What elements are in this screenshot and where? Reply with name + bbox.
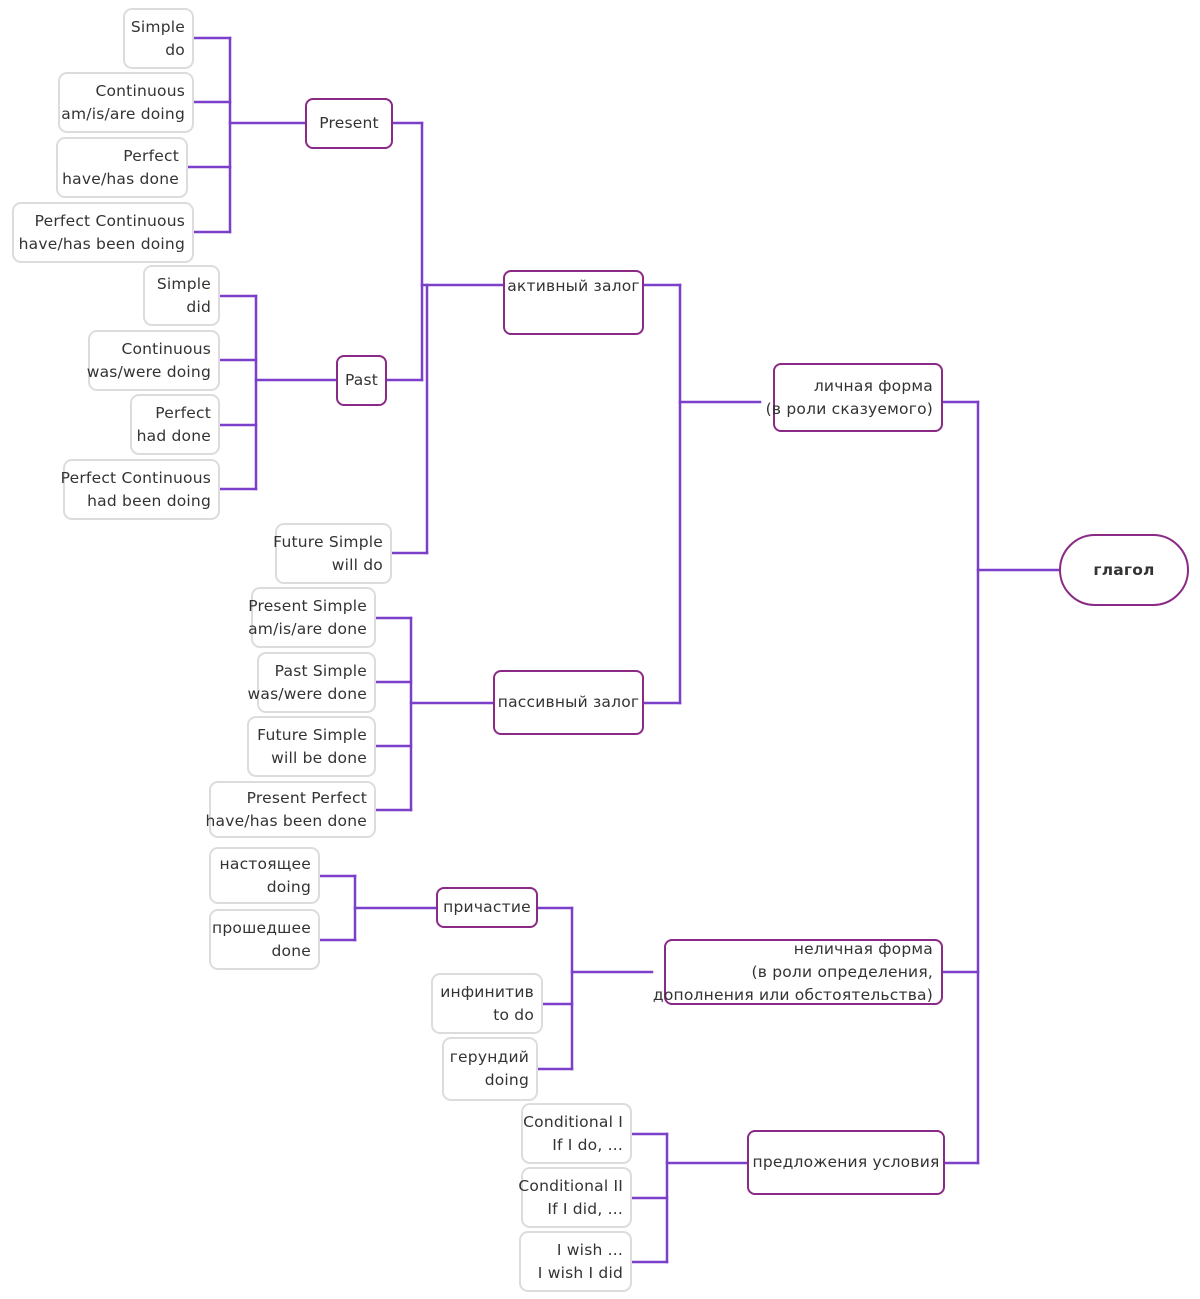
nonfinite-form-role-2: дополнения или обстоятельства) <box>652 985 933 1004</box>
tense-name: Simple <box>130 17 185 36</box>
tense-name: Simple <box>156 274 211 293</box>
past-perfect-continuous-leaf: Perfect Continuous had been doing <box>60 459 220 520</box>
present-label: Present <box>319 114 379 132</box>
tense-form: am/is/are doing <box>61 104 185 123</box>
tense-name: Future Simple <box>273 532 383 551</box>
past-perfect-leaf: Perfect had done <box>130 394 220 455</box>
past-simple-leaf: Simple did <box>143 265 220 326</box>
tense-name: Perfect <box>155 403 211 422</box>
tense-form: have/has been done <box>205 811 367 830</box>
past-label: Past <box>344 371 379 389</box>
past-node: Past <box>336 355 387 406</box>
tense-name: Perfect Continuous <box>60 468 211 487</box>
conditional-sentences-label: предложения условия <box>752 1153 940 1171</box>
tense-form: am/is/are done <box>248 619 367 638</box>
tense-form: do <box>165 40 185 59</box>
participle-node: причастие <box>436 887 538 928</box>
conditional-name: Conditional I <box>523 1112 623 1131</box>
participle-past-leaf: прошедшее done <box>209 909 320 970</box>
nonfinite-form-node: неличная форма (в роли определения, допо… <box>653 939 943 1005</box>
conditional-sentences-node: предложения условия <box>747 1130 945 1195</box>
active-voice-label: активный залог <box>507 277 640 295</box>
active-voice-node: активный залог <box>503 270 644 335</box>
tense-name: Perfect <box>123 146 179 165</box>
present-node: Present <box>305 98 393 149</box>
personal-form-title: личная форма <box>813 376 933 395</box>
gerund-name: герундий <box>449 1048 529 1066</box>
nonfinite-form-title: неличная форма <box>793 939 933 958</box>
tense-form: have/has done <box>62 169 179 188</box>
root-node-verb: глагол <box>1059 534 1189 606</box>
present-continuous-leaf: Continuous am/is/are doing <box>58 72 194 133</box>
personal-form-node: личная форма (в роли сказуемого) <box>766 363 943 432</box>
tense-form: have/has been doing <box>18 234 185 253</box>
participle-present-leaf: настоящее doing <box>209 847 320 904</box>
conditional-2-leaf: Conditional II If I did, ... <box>518 1167 632 1228</box>
participle-name: настоящее <box>219 854 311 873</box>
infinitive-leaf: инфинитив to do <box>431 973 543 1034</box>
wish-leaf: I wish ... I wish I did <box>519 1231 632 1292</box>
tense-form: was/were doing <box>86 362 211 381</box>
participle-label: причастие <box>443 898 531 916</box>
tense-form: had done <box>136 426 211 445</box>
infinitive-form: to do <box>493 1005 534 1024</box>
tense-form: had been doing <box>87 491 211 510</box>
future-simple-leaf: Future Simple will do <box>273 523 392 584</box>
tense-name: Continuous <box>95 81 185 100</box>
gerund-leaf: герундий doing <box>442 1037 538 1101</box>
tense-name: Past Simple <box>274 661 367 680</box>
conditional-name: I wish ... <box>556 1240 623 1259</box>
tense-name: Present Perfect <box>246 788 367 807</box>
participle-form: doing <box>266 877 311 896</box>
root-label: глагол <box>1093 560 1155 579</box>
conditional-name: Conditional II <box>518 1176 623 1195</box>
participle-name: прошедшее <box>212 918 311 937</box>
tense-form: did <box>186 297 211 316</box>
personal-form-role: (в роли сказуемого) <box>765 399 933 418</box>
infinitive-name: инфинитив <box>440 982 534 1001</box>
passive-present-simple-leaf: Present Simple am/is/are done <box>248 587 376 648</box>
passive-voice-node: пассивный залог <box>493 670 644 735</box>
conditional-form: If I do, ... <box>552 1135 623 1154</box>
present-perfect-leaf: Perfect have/has done <box>56 137 188 198</box>
nonfinite-form-role-1: (в роли определения, <box>751 962 933 981</box>
present-perfect-continuous-leaf: Perfect Continuous have/has been doing <box>12 202 194 263</box>
tense-name: Future Simple <box>257 725 367 744</box>
past-continuous-leaf: Continuous was/were doing <box>86 330 220 391</box>
present-simple-leaf: Simple do <box>123 8 194 69</box>
tense-form: will do <box>331 555 383 574</box>
conditional-form: If I did, ... <box>547 1199 623 1218</box>
tense-name: Continuous <box>121 339 211 358</box>
conditional-1-leaf: Conditional I If I do, ... <box>521 1103 632 1164</box>
gerund-form: doing <box>484 1071 529 1089</box>
passive-present-perfect-leaf: Present Perfect have/has been done <box>205 781 376 838</box>
tense-form: will be done <box>271 748 367 767</box>
tense-name: Present Simple <box>248 596 367 615</box>
passive-voice-label: пассивный залог <box>497 693 640 711</box>
conditional-form: I wish I did <box>537 1263 623 1282</box>
passive-past-simple-leaf: Past Simple was/were done <box>248 652 376 713</box>
tense-form: was/were done <box>247 684 367 703</box>
participle-form: done <box>271 941 311 960</box>
passive-future-simple-leaf: Future Simple will be done <box>247 716 376 777</box>
tense-name: Perfect Continuous <box>34 211 185 230</box>
